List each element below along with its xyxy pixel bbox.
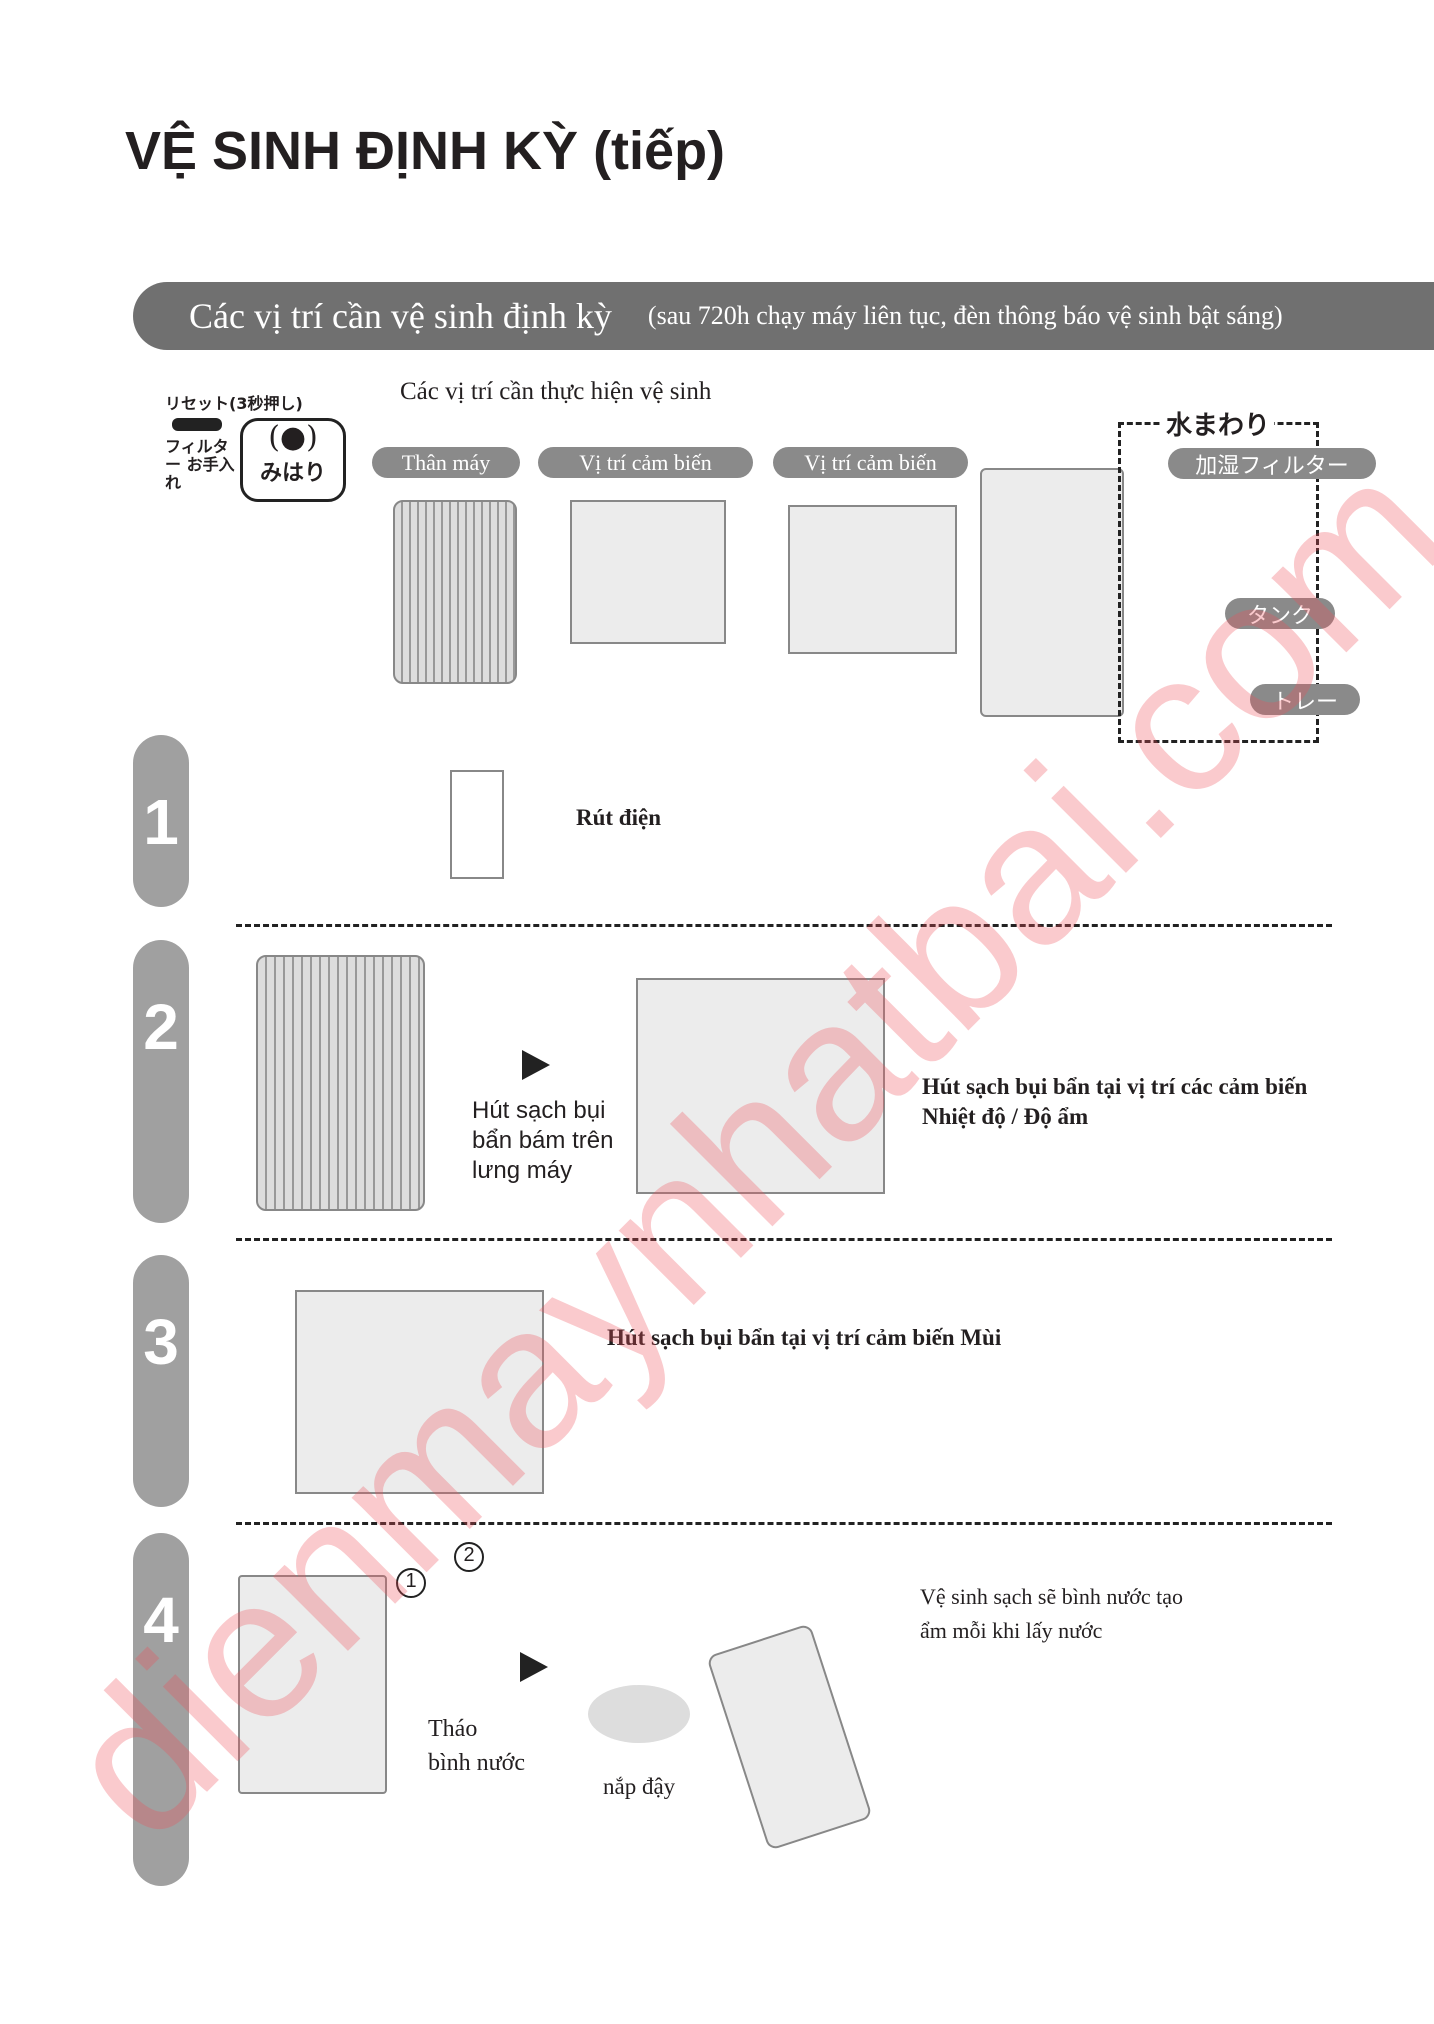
caption-line-2: bình nước (428, 1750, 526, 1776)
water-tank-image (706, 1623, 873, 1851)
label-body: Thân máy (372, 447, 520, 478)
mihari-button-icon: (●) みはり (240, 418, 346, 502)
purifier-back-image (393, 500, 517, 684)
cap-label: nắp đậy (603, 1774, 676, 1799)
step-1-text: Rút điện (576, 805, 661, 830)
sensor-closeup-image (570, 500, 726, 644)
odor-sensor-cleaning-image (295, 1290, 544, 1494)
step-4-text: Vệ sinh sạch sẽ bình nước tạo ẩm mỗi khi … (920, 1580, 1183, 1648)
water-heading: 水まわり (1162, 405, 1275, 442)
locations-heading: Các vị trí cần thực hiện vệ sinh (400, 378, 712, 405)
step-1-marker: 1 (133, 735, 189, 907)
caption-line-1: Tháo (428, 1716, 478, 1742)
step-2-text: Hút sạch bụi bẩn tại vị trí các cảm biến… (922, 1072, 1307, 1132)
label-sensor-2: Vị trí cảm biến (773, 447, 968, 478)
step-2-text-line-2: Nhiệt độ / Độ ẩm (922, 1104, 1089, 1129)
sensor-cleaning-image (636, 978, 885, 1194)
step-3-text: Hút sạch bụi bẩn tại vị trí cảm biến Mùi (607, 1325, 1002, 1350)
purifier-back-cleaning-image (256, 955, 425, 1211)
divider (236, 1522, 1332, 1525)
odor-sensor-image (788, 505, 957, 654)
step-2-marker: 2 (133, 940, 189, 1223)
label-sensor-1: Vị trí cảm biến (538, 447, 753, 478)
tank-label: タンク (1225, 598, 1335, 629)
purifier-front-image (980, 468, 1124, 717)
step-marker-1: 1 (396, 1568, 426, 1598)
section-banner: Các vị trí cần vệ sinh định kỳ (sau 720h… (133, 282, 1434, 350)
mihari-label: みはり (259, 461, 326, 486)
banner-subtitle: (sau 720h chạy máy liên tục, đèn thông b… (647, 301, 1283, 330)
reset-label: リセット(3秒押し) (165, 394, 303, 413)
step-4-text-line-1: Vệ sinh sạch sẽ bình nước tạo (920, 1584, 1184, 1609)
step-marker-2: 2 (454, 1542, 484, 1572)
filter-label: フィルター お手入れ (165, 437, 235, 492)
arrow-right-icon (522, 1050, 550, 1080)
divider (236, 924, 1332, 927)
step-2-caption: Hút sạch bụi bẩn bám trên lưng máy (472, 1097, 614, 1184)
step-4-caption: Tháo bình nước (428, 1712, 525, 1780)
purifier-tank-removal-image (238, 1575, 387, 1794)
indicator-light-icon (172, 418, 222, 431)
humidifier-filter-label: 加湿フィルター (1168, 448, 1376, 479)
step-4-marker: 4 (133, 1533, 189, 1886)
banner-title: Các vị trí cần vệ sinh định kỳ (189, 296, 612, 336)
step-3-marker: 3 (133, 1255, 189, 1507)
step-2-text-line-1: Hút sạch bụi bẩn tại vị trí các cảm biến (922, 1074, 1308, 1099)
tray-label: トレー (1250, 684, 1360, 715)
step-4-text-line-2: ẩm mỗi khi lấy nước (920, 1618, 1103, 1643)
page-title: VỆ SINH ĐỊNH KỲ (tiếp) (125, 121, 726, 181)
wall-outlet-image (450, 770, 504, 879)
arrow-right-icon (520, 1652, 548, 1682)
divider (236, 1238, 1332, 1241)
cap-image (588, 1685, 690, 1743)
